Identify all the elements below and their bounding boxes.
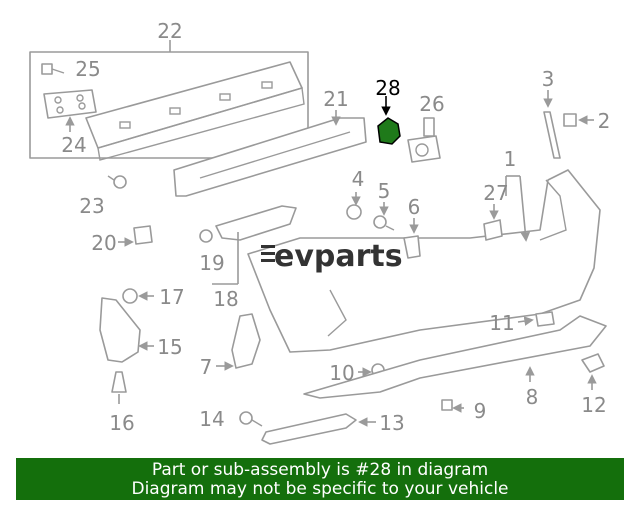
part-14-bolt	[239, 411, 263, 427]
callout-label-20: 20	[91, 231, 116, 255]
callout-label-17: 17	[159, 285, 184, 309]
part-16-clip	[111, 371, 127, 404]
callout-label-1: 1	[504, 147, 517, 171]
part-25-bolt	[41, 63, 65, 75]
callout-label-6: 6	[408, 195, 421, 219]
part-17-nut	[122, 288, 154, 304]
callout-label-5: 5	[378, 179, 391, 203]
part-12-bracket	[581, 353, 605, 390]
part-2-clip	[563, 113, 594, 127]
callout-label-21: 21	[323, 87, 348, 111]
part-23-bolt	[107, 175, 127, 189]
callout-label-28: 28	[375, 76, 400, 100]
callout-label-3: 3	[542, 67, 555, 91]
evparts-logo: evparts	[261, 239, 403, 274]
part-19-clip	[199, 229, 213, 243]
callout-label-26: 26	[419, 92, 444, 116]
callout-label-16: 16	[109, 411, 134, 435]
part-27-bracket	[483, 204, 503, 241]
callout-label-10: 10	[329, 361, 354, 385]
banner-line-1: Part or sub-assembly is #28 in diagram	[151, 460, 489, 480]
info-banner: Part or sub-assembly is #28 in diagram D…	[16, 458, 624, 500]
part-4-clip	[346, 192, 362, 220]
part-3-strip	[543, 90, 561, 159]
callout-label-2: 2	[598, 109, 611, 133]
part-5-screw	[373, 202, 395, 231]
part-11-clip	[517, 311, 555, 327]
part-6-bracket	[403, 218, 421, 259]
banner-line-2: Diagram may not be specific to your vehi…	[131, 479, 509, 499]
callout-label-19: 19	[199, 251, 224, 275]
part-7-housing	[216, 313, 261, 371]
callout-label-14: 14	[199, 407, 224, 431]
part-24-bracket	[43, 89, 97, 132]
callout-label-4: 4	[352, 167, 365, 191]
part-13-reflector	[261, 413, 376, 445]
callout-label-9: 9	[474, 399, 487, 423]
part-9-clip	[441, 399, 464, 413]
watermark-text: evparts	[274, 239, 403, 274]
callout-label-18: 18	[213, 287, 238, 311]
callout-label-7: 7	[200, 355, 213, 379]
callout-label-8: 8	[526, 385, 539, 409]
part-15-side-bracket	[99, 297, 154, 363]
part-20-retainer	[118, 225, 153, 247]
callout-label-23: 23	[79, 194, 104, 218]
callout-label-27: 27	[483, 181, 508, 205]
part-18-side-bracket	[212, 205, 297, 285]
part-21-absorber	[173, 110, 367, 197]
part-22-beam	[85, 61, 305, 161]
callout-label-12: 12	[581, 393, 606, 417]
callout-label-25: 25	[75, 57, 100, 81]
part-26-sensor	[407, 117, 441, 163]
callout-label-22: 22	[157, 19, 182, 43]
callout-label-15: 15	[157, 335, 182, 359]
part-8-lower-spoiler	[303, 315, 607, 399]
part-28-highlighted[interactable]	[377, 96, 401, 145]
callout-label-13: 13	[379, 411, 404, 435]
callout-label-11: 11	[489, 311, 514, 335]
callout-label-24: 24	[61, 133, 86, 157]
